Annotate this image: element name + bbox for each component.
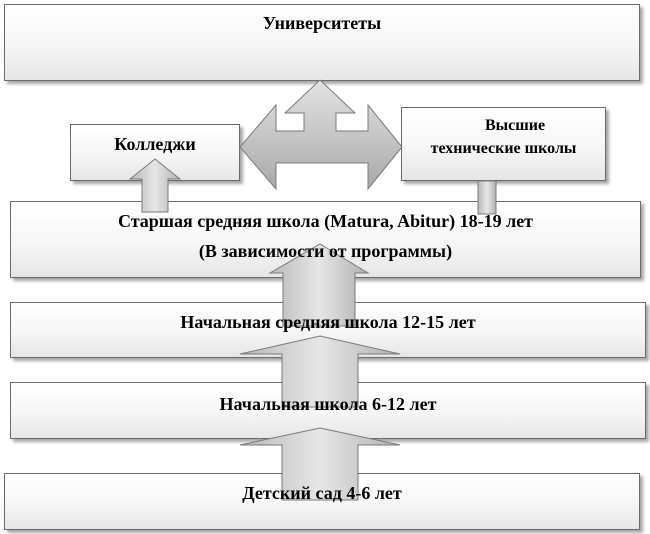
upper-secondary-label-line1: Старшая средняя школа (Matura, Abitur) 1…	[117, 211, 534, 231]
up-arrow-primary-to-lower	[239, 335, 401, 408]
higher-tech-schools-box	[401, 107, 606, 181]
universities-label: Университеты	[262, 13, 382, 33]
connector-higher-tech	[477, 180, 497, 215]
up-arrow-to-colleges	[128, 158, 182, 213]
up-arrow-kindergarten-to-primary	[239, 427, 401, 501]
colleges-label: Колледжи	[114, 134, 196, 154]
up-arrow-lower-to-upper	[268, 243, 370, 327]
kindergarten-label: Детский сад 4-6 лет	[242, 483, 402, 503]
primary-label: Начальная школа 6-12 лет	[219, 394, 437, 414]
universities-box	[4, 4, 640, 81]
higher-tech-label-line2: технические школы	[430, 140, 577, 157]
higher-tech-label-line1: Высшие	[484, 117, 546, 134]
upper-secondary-label-line2: (В зависимости от программы)	[198, 241, 453, 261]
three-way-arrow	[239, 79, 403, 191]
lower-secondary-label: Начальная средняя школа 12-15 лет	[180, 312, 476, 332]
